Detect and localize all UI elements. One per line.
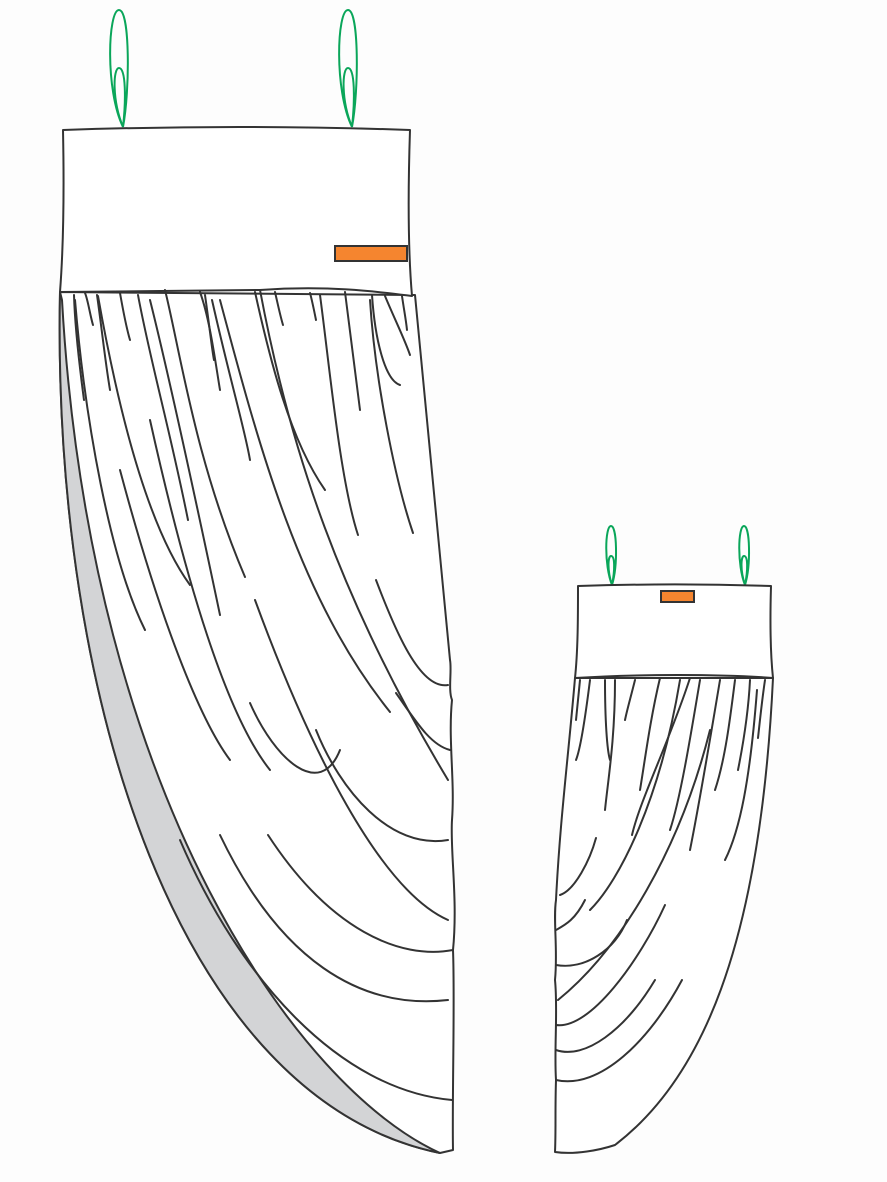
skirt-small-view	[554, 524, 774, 1154]
hanger-loop-right	[738, 524, 751, 586]
hanger-loop-right	[338, 8, 358, 128]
hanger-loop-left	[605, 524, 618, 586]
waistband	[574, 583, 774, 679]
drape-folds	[555, 677, 766, 1083]
skirt-large-view	[58, 8, 456, 1154]
drape-folds	[73, 289, 454, 1101]
hanger-loop-left	[109, 8, 129, 128]
brand-label	[660, 590, 695, 603]
waistband	[59, 126, 413, 297]
brand-label	[334, 245, 408, 262]
side-shadow	[58, 291, 441, 1154]
